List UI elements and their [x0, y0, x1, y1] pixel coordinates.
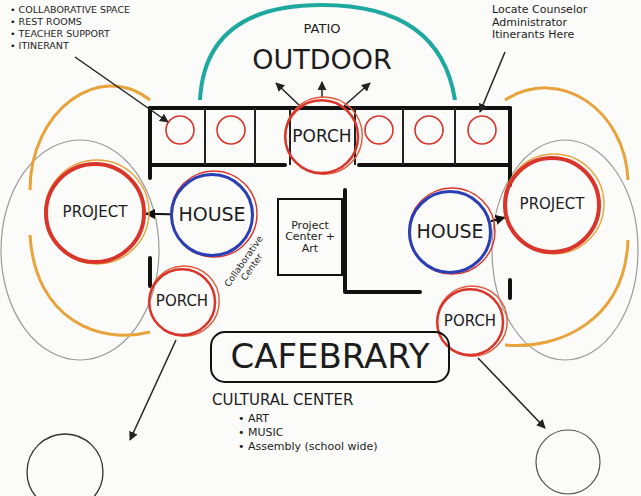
wall [150, 163, 285, 167]
circle-outline [149, 269, 215, 335]
wall [508, 108, 512, 185]
leader-line [480, 52, 505, 112]
room-divider [454, 108, 456, 165]
cafebrary-box: CAFEBRARY [210, 331, 450, 383]
house-circle: HOUSE [170, 173, 254, 257]
room-divider [354, 108, 356, 165]
room-circle [415, 116, 443, 144]
sketch-ring [45, 160, 149, 264]
house-circle: HOUSE [408, 190, 492, 274]
leader-line [75, 57, 168, 122]
note-text: • TEACHER SUPPORT [10, 29, 110, 40]
porch-arrow [344, 83, 370, 106]
sketch-ring [149, 266, 219, 336]
circle-outline [46, 164, 144, 262]
room-circle [365, 116, 393, 144]
circle-outline [410, 192, 491, 273]
note-text: • COLLABORATIVE SPACE [10, 5, 130, 16]
area-heading: CULTURAL CENTER [212, 392, 353, 409]
orange-arc [505, 240, 628, 346]
sketch-ring [504, 154, 604, 254]
patio-label: PATIO [304, 22, 341, 37]
room-divider [254, 108, 256, 165]
node-text: HOUSE [416, 222, 483, 242]
node-text: PROJECT [63, 205, 128, 221]
node-text: PORCH [444, 314, 496, 330]
outdoor-label: OUTDOOR [252, 44, 392, 75]
wall [345, 290, 420, 294]
wall [148, 108, 152, 178]
node-text: HOUSE [178, 205, 245, 225]
wall [359, 163, 510, 167]
porch-arrow [276, 83, 300, 106]
porch-circle: PORCH [284, 99, 359, 174]
porch-arrow [321, 82, 323, 98]
outer-circle [536, 430, 600, 494]
wall [343, 190, 347, 290]
sketch-ring [409, 188, 495, 274]
note-text: • REST ROOMS [10, 17, 82, 28]
porch-circle: PORCH [148, 268, 216, 336]
circle-outline [437, 289, 503, 355]
flow-arrow [130, 340, 176, 440]
wall [508, 280, 512, 298]
project-circle: PROJECT [44, 162, 146, 264]
node-text: PORCH [156, 294, 208, 310]
box-outline [278, 199, 342, 275]
sketch-ring [171, 171, 257, 257]
project-circle: PROJECT [503, 156, 601, 254]
zone-outline [492, 140, 638, 360]
list-item: • Assembly (school wide) [238, 441, 378, 454]
flow-arrow [478, 358, 545, 428]
node-text: PORCH [292, 128, 351, 146]
porch-circle: PORCH [436, 288, 504, 356]
box-outline [211, 332, 449, 382]
room-divider [204, 108, 206, 165]
room-circle [468, 116, 496, 144]
circle-outline [286, 101, 359, 174]
note-text: • ITINERANT [10, 41, 69, 52]
node-text: CAFEBRARY [230, 339, 429, 375]
list-item: • MUSIC [238, 427, 283, 440]
sketch-ring [285, 97, 362, 174]
circle-outline [172, 175, 253, 256]
patio-arc [200, 5, 455, 100]
room-circle [217, 116, 245, 144]
outer-circle [27, 434, 103, 496]
node-text: Project Center + Art [284, 220, 336, 255]
list-item: • ART [238, 413, 269, 426]
room-circle [166, 116, 194, 144]
zone-outline [1, 140, 159, 360]
note-text: Locate Counselor Administrator Itinerant… [492, 4, 606, 42]
project-center-box: Project Center + Art [277, 198, 343, 276]
wall [148, 258, 152, 286]
circle-outline [505, 158, 599, 252]
room-divider [402, 108, 404, 165]
sketch-ring [437, 286, 507, 356]
node-text: PROJECT [520, 197, 585, 213]
